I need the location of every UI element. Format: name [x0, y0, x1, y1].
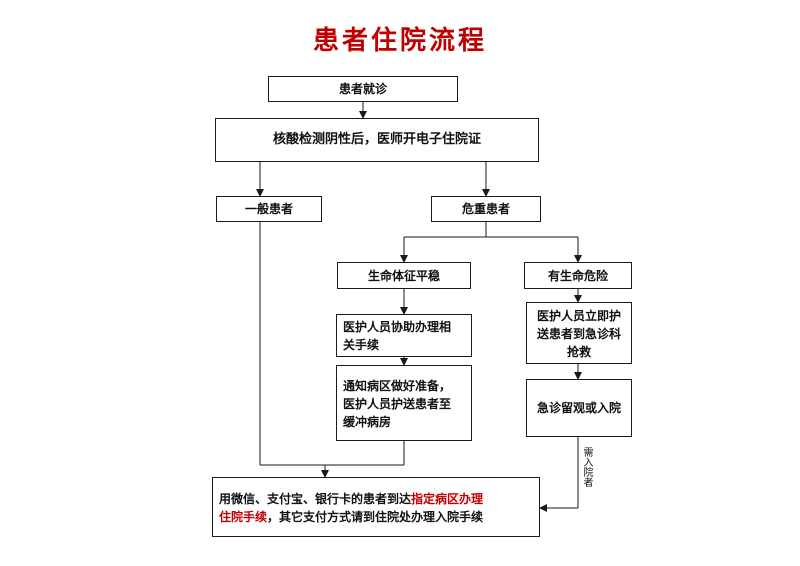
node-critical-patient-label: 危重患者: [461, 202, 510, 216]
payment-line-1: 用微信、支付宝、银行卡的患者到达指定病区办理: [219, 490, 533, 508]
node-visit: 患者就诊: [268, 76, 458, 102]
node-emergency-observe-label: 急诊留观或入院: [536, 401, 621, 415]
node-emergency-observe: 急诊留观或入院: [526, 379, 632, 437]
payment-line-1-highlight: 指定病区办理: [411, 492, 484, 506]
node-stable-vitals-label: 生命体征平稳: [367, 268, 440, 283]
node-notify-line-1: 通知病区做好准备，: [343, 379, 452, 393]
node-visit-label: 患者就诊: [338, 82, 387, 96]
node-escort-emergency: 医护人员立即护 送患者到急诊科 抢救: [526, 302, 632, 364]
node-assist-procedures: 医护人员协助办理相 关手续: [336, 314, 472, 357]
node-escort-line-1: 医护人员立即护: [536, 309, 621, 323]
node-notify-ward: 通知病区做好准备， 医护人员护送患者至 缓冲病房: [336, 365, 472, 441]
node-general-patient: 一般患者: [216, 196, 322, 222]
node-payment-instructions: 用微信、支付宝、银行卡的患者到达指定病区办理 住院手续，其它支付方式请到住院处办…: [212, 477, 540, 537]
payment-line-1-plain: 用微信、支付宝、银行卡的患者到达: [219, 492, 412, 506]
payment-line-2-highlight: 住院手续: [219, 510, 268, 524]
payment-line-2: 住院手续，其它支付方式请到住院处办理入院手续: [219, 508, 533, 526]
node-life-danger: 有生命危险: [524, 262, 632, 289]
node-escort-line-2: 送患者到急诊科: [536, 327, 621, 341]
edge-label-need-admission: 需入院者: [581, 447, 592, 487]
node-critical-patient: 危重患者: [431, 196, 541, 222]
node-notify-line-2: 医护人员护送患者至: [343, 397, 452, 411]
page-title: 患者住院流程: [312, 26, 487, 56]
node-notify-line-3: 缓冲病房: [343, 415, 392, 429]
node-escort-line-3: 抢救: [566, 345, 591, 359]
node-life-danger-label: 有生命危险: [547, 268, 608, 283]
payment-line-2-plain: ，其它支付方式请到住院处办理入院手续: [267, 510, 484, 524]
node-assist-line-1: 医护人员协助办理相: [343, 320, 452, 334]
node-nucleic-test-label: 核酸检测阴性后，医师开电子住院证: [272, 132, 481, 147]
node-assist-line-2: 关手续: [343, 338, 380, 352]
node-stable-vitals: 生命体征平稳: [337, 262, 471, 289]
node-general-patient-label: 一般患者: [244, 202, 293, 216]
node-nucleic-test: 核酸检测阴性后，医师开电子住院证: [215, 118, 539, 162]
